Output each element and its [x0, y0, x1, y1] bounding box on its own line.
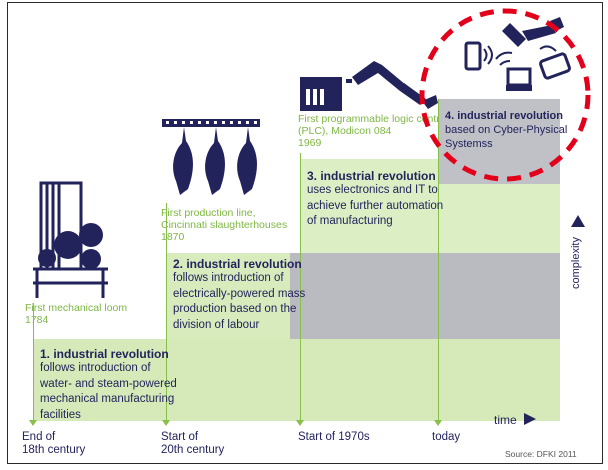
band-stage-1 — [33, 339, 560, 421]
stage-3-text: 3. industrial revolution uses electronic… — [307, 169, 457, 230]
band-stage-4-green — [438, 184, 560, 253]
axis-label-4: today — [432, 431, 461, 443]
guide-arrow-2 — [162, 420, 170, 426]
slaughterhouse-carcass-icon — [162, 119, 260, 195]
guide-arrow-3 — [296, 420, 304, 426]
loom-icon — [33, 181, 108, 298]
guide-line-4 — [438, 99, 439, 421]
stage-2-text: 2. industrial revolution follows introdu… — [173, 257, 323, 333]
guide-arrow-1 — [29, 420, 37, 426]
plc-robot-arm-icon — [300, 61, 438, 111]
guide-line-3 — [300, 153, 301, 421]
axis-label-1: End of 18th century — [22, 431, 86, 456]
guide-line-2 — [166, 203, 167, 421]
guide-line-1 — [33, 303, 34, 421]
time-axis: time — [494, 411, 537, 429]
complexity-label: complexity — [570, 237, 582, 289]
stage-1-text: 1. industrial revolution follows introdu… — [40, 347, 190, 423]
stage-3-caption: First programmable logic controller (PLC… — [298, 113, 438, 149]
cyber-physical-devices-icon — [464, 17, 571, 91]
stage-4-text: 4. industrial revolution based on Cyber-… — [445, 109, 585, 151]
guide-arrow-4 — [434, 420, 442, 426]
stage-2-body: follows introduction of electrically-pow… — [173, 272, 306, 331]
time-arrow-icon — [524, 413, 537, 425]
stage-3-title: 3. industrial revolution — [307, 169, 436, 183]
stage-1-body: follows introduction of water- and steam… — [40, 362, 177, 421]
stage-2-title: 2. industrial revolution — [173, 257, 302, 271]
band-stage-2-gray — [290, 253, 560, 339]
stage-3-body: uses electronics and IT to achieve furth… — [307, 184, 444, 227]
stage-4-title: 4. industrial revolution — [445, 110, 563, 122]
axis-label-3: Start of 1970s — [298, 431, 370, 443]
stage-2-caption: First production line, Cincinnati slaugh… — [161, 207, 288, 243]
time-label: time — [494, 413, 517, 427]
stage-1-title: 1. industrial revolution — [40, 347, 169, 361]
axis-label-2: Start of 20th century — [161, 431, 225, 456]
stage-4-body: based on Cyber-Physical Systemss — [445, 124, 568, 150]
complexity-axis: complexity — [566, 215, 590, 295]
diagram-frame: First mechanical loom 1784 First product… — [7, 2, 603, 464]
stage-1-caption: First mechanical loom 1784 — [25, 302, 128, 326]
source-credit: Source: DFKI 2011 — [505, 449, 577, 459]
complexity-arrow-icon — [571, 215, 585, 227]
